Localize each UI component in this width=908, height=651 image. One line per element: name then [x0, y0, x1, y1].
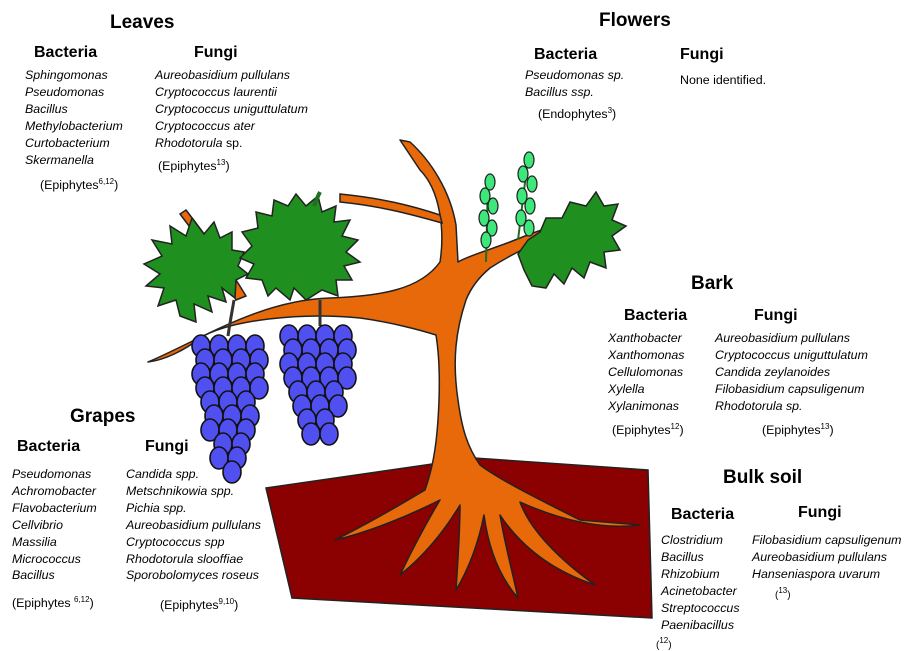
bark-fungi-heading: Fungi — [754, 307, 798, 325]
grapes-bacteria-note: (Epiphytes 6,12) — [12, 595, 94, 610]
grapes-fungi-note: (Epiphytes9,10) — [160, 597, 238, 612]
bulk-soil-bacteria-list: Clostridium Bacillus Rhizobium Acinetoba… — [661, 532, 740, 633]
list-item: Pseudomonas — [12, 466, 97, 483]
grapes-bacteria-list: Pseudomonas Achromobacter Flavobacterium… — [12, 466, 97, 584]
list-item: Pseudomonas — [25, 84, 123, 101]
list-item: Filobasidium capsuligenum — [752, 532, 901, 549]
list-item: Cryptococcus spp — [126, 534, 261, 551]
list-item: Cryptococcus laurentii — [155, 84, 308, 101]
list-item: Sphingomonas — [25, 67, 123, 84]
flowers-bacteria-heading: Bacteria — [534, 46, 597, 64]
leaves-bacteria-note: (Epiphytes6,12) — [40, 177, 118, 192]
list-item: Rhodotorula sp. — [155, 135, 308, 152]
list-item: Aureobasidium pullulans — [155, 67, 308, 84]
grapes-bacteria-heading: Bacteria — [17, 438, 80, 456]
leaves-bacteria-list: Sphingomonas Pseudomonas Bacillus Methyl… — [25, 67, 123, 168]
list-item: Bacillus — [12, 567, 97, 584]
list-item: Clostridium — [661, 532, 740, 549]
list-item: Flavobacterium — [12, 500, 97, 517]
bark-fungi-note: (Epiphytes13) — [762, 422, 834, 437]
list-item: Pichia spp. — [126, 500, 261, 517]
flowers-fungi-heading: Fungi — [680, 46, 724, 64]
list-item: Acinetobacter — [661, 583, 740, 600]
leaves-title: Leaves — [110, 12, 174, 34]
grapes-title: Grapes — [70, 406, 135, 428]
list-item: Candida spp. — [126, 466, 261, 483]
list-item: Xylanimonas — [608, 398, 684, 415]
list-item: Cryptococcus ater — [155, 118, 308, 135]
bulk-soil-fungi-heading: Fungi — [798, 504, 842, 522]
vine-branch-top — [340, 194, 442, 223]
list-item: Rhodotorula sp. — [715, 398, 868, 415]
grape-bunch-left — [192, 335, 268, 483]
list-item: Micrococcus — [12, 551, 97, 568]
bark-bacteria-heading: Bacteria — [624, 307, 687, 325]
grape-berry — [302, 423, 320, 445]
flowers-bacteria-list: Pseudomonas sp. Bacillus ssp. — [525, 67, 624, 101]
list-item: Methylobacterium — [25, 118, 123, 135]
list-item: Streptococcus — [661, 600, 740, 617]
list-item: Cellvibrio — [12, 517, 97, 534]
bark-bacteria-note: (Epiphytes12) — [612, 422, 684, 437]
flower-cluster-right — [516, 152, 537, 240]
leaves-bacteria-heading: Bacteria — [34, 44, 97, 62]
list-item: Hanseniaspora uvarum — [752, 566, 901, 583]
list-item: Bacillus — [25, 101, 123, 118]
list-item: Metschnikowia spp. — [126, 483, 261, 500]
flowers-title: Flowers — [599, 10, 671, 32]
flowers-bacteria-note: (Endophytes3) — [538, 106, 616, 121]
bulk-soil-fungi-list: Filobasidium capsuligenum Aureobasidium … — [752, 532, 901, 583]
list-item: Sporobolomyces roseus — [126, 567, 261, 584]
list-item: Aureobasidium pullulans — [126, 517, 261, 534]
bark-fungi-list: Aureobasidium pullulans Cryptococcus uni… — [715, 330, 868, 415]
leaves-fungi-note: (Epiphytes13) — [158, 158, 230, 173]
leaves-fungi-list: Aureobasidium pullulans Cryptococcus lau… — [155, 67, 308, 152]
list-item: Filobasidium capsuligenum — [715, 381, 868, 398]
bark-bacteria-list: Xanthobacter Xanthomonas Cellulomonas Xy… — [608, 330, 684, 415]
bulk-soil-title: Bulk soil — [723, 467, 802, 489]
list-item: Bacillus ssp. — [525, 84, 624, 101]
list-item: Aureobasidium pullulans — [715, 330, 868, 347]
list-item: Aureobasidium pullulans — [752, 549, 901, 566]
list-item: Cryptococcus uniguttulatum — [155, 101, 308, 118]
list-item: Achromobacter — [12, 483, 97, 500]
grapes-fungi-list: Candida spp. Metschnikowia spp. Pichia s… — [126, 466, 261, 584]
flowers-fungi-none: None identified. — [680, 73, 766, 87]
list-item: Paenibacillus — [661, 617, 740, 634]
bark-title: Bark — [691, 273, 733, 295]
grapes-fungi-heading: Fungi — [145, 438, 189, 456]
grape-stem-left — [228, 300, 234, 336]
list-item: Cryptococcus uniguttulatum — [715, 347, 868, 364]
list-item: Rhodotorula slooffiae — [126, 551, 261, 568]
list-item: Rhizobium — [661, 566, 740, 583]
list-item: Bacillus — [661, 549, 740, 566]
grape-bunch-right — [280, 325, 356, 445]
list-item: Xanthomonas — [608, 347, 684, 364]
grape-berry — [320, 423, 338, 445]
list-item: Cellulomonas — [608, 364, 684, 381]
leaf-center — [240, 192, 360, 300]
list-item: Xylella — [608, 381, 684, 398]
bulk-soil-bacteria-heading: Bacteria — [671, 506, 734, 524]
list-item: Skermanella — [25, 152, 123, 169]
bulk-soil-bacteria-note: (12) — [656, 636, 672, 651]
bulk-soil-fungi-note: (13) — [775, 586, 791, 601]
list-item: Xanthobacter — [608, 330, 684, 347]
list-item: Candida zeylanoides — [715, 364, 868, 381]
list-item: Curtobacterium — [25, 135, 123, 152]
list-item: Pseudomonas sp. — [525, 67, 624, 84]
list-item: Massilia — [12, 534, 97, 551]
leaves-fungi-heading: Fungi — [194, 44, 238, 62]
